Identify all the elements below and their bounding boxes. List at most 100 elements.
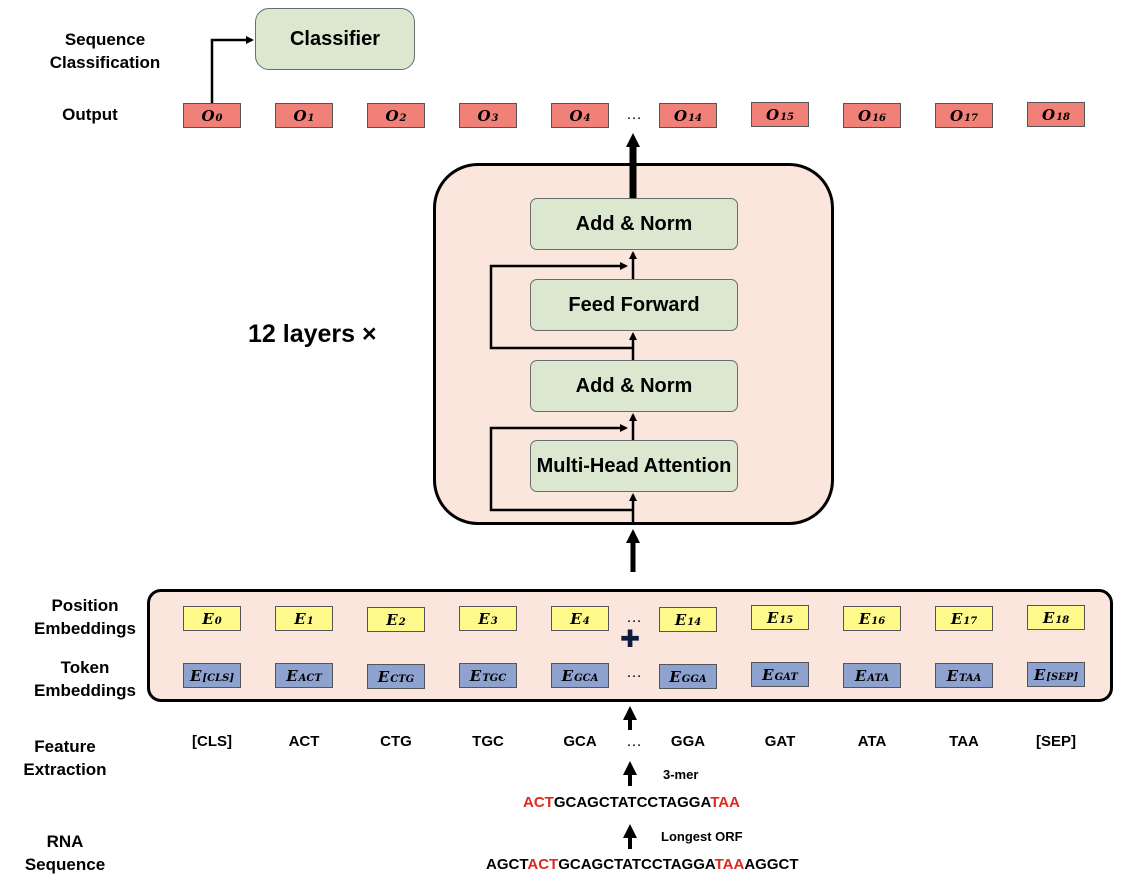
sequence-classification-label: Sequence Classification: [49, 30, 161, 72]
rna-middle: GCAGCTATCCTAGGA: [558, 856, 715, 873]
output-token-subscript: 2: [399, 113, 407, 124]
token-embedding-subscript: [SEP]: [1046, 672, 1079, 683]
output-token-subscript: 18: [1056, 112, 1070, 123]
position-embedding-subscript: 17: [963, 616, 978, 627]
output-token-symbol: O: [477, 106, 491, 125]
token-embedding-subscript: ACT: [298, 673, 322, 684]
output-token-symbol: O: [1042, 105, 1056, 124]
token-embedding-symbol: E: [946, 666, 958, 685]
output-token-subscript: 0: [215, 113, 223, 124]
token-embedding-subscript: CTG: [390, 674, 415, 685]
feature-token-1: ACT: [288, 733, 320, 750]
position-embeddings-label: Position Embeddings: [33, 596, 136, 638]
position-embedding-subscript: 15: [779, 615, 794, 626]
rna-sequence-label: RNA Sequence: [24, 832, 106, 874]
output-token-subscript: 17: [964, 113, 978, 124]
feature-token-6: GAT: [764, 733, 796, 750]
token-embedding-symbol: E: [762, 665, 774, 684]
position-embedding-symbol: E: [674, 610, 687, 629]
rna-sequence: AGCTACTGCAGCTATCCTAGGATAAAGGCT: [486, 856, 798, 873]
rna-prefix: AGCT: [486, 856, 528, 873]
output-token-subscript: 4: [583, 113, 591, 124]
residual-loop-bottom: [489, 424, 633, 512]
multi-head-attention-block: Multi-Head Attention: [530, 440, 738, 492]
orf-stop-codon: TAA: [710, 794, 740, 811]
classifier-arrow: [210, 36, 254, 103]
token-embedding-9: E[SEP]: [1027, 662, 1085, 687]
position-embedding-subscript: 14: [687, 617, 702, 628]
add-norm-top-block: Add & Norm: [530, 198, 738, 250]
position-embedding-symbol: E: [478, 609, 490, 628]
position-embedding-symbol: E: [950, 609, 963, 628]
feature-token-5: GGA: [670, 733, 706, 750]
rna-stop-codon: TAA: [714, 856, 745, 873]
output-token-symbol: O: [201, 106, 215, 125]
output-label: Output: [62, 105, 118, 124]
output-token-subscript: 15: [780, 112, 794, 123]
feature-token-8: TAA: [949, 733, 979, 750]
feature-token-0: [CLS]: [192, 733, 232, 750]
position-embedding-symbol: E: [202, 609, 214, 628]
feature-token-4: GCA: [563, 733, 597, 750]
token-embedding-symbol: E: [669, 667, 681, 686]
token-embedding-subscript: TGC: [482, 673, 507, 684]
position-embedding-subscript: 2: [398, 617, 406, 628]
position-embedding-subscript: 4: [582, 616, 590, 627]
kmer-label: 3-mer: [663, 767, 699, 782]
position-embedding-subscript: 16: [871, 616, 886, 627]
output-token-symbol: O: [385, 106, 399, 125]
feature-ellipsis: …: [626, 733, 642, 750]
token-embedding-symbol: E: [854, 666, 867, 685]
output-token-subscript: 14: [688, 113, 702, 124]
position-embedding-subscript: 3: [490, 616, 498, 627]
token-ellipsis: …: [626, 664, 642, 681]
output-token-subscript: 16: [872, 113, 886, 124]
token-embeddings-label: Token Embeddings: [33, 658, 136, 700]
classifier-block: Classifier: [255, 8, 415, 70]
token-embedding-subscript: GCA: [574, 673, 599, 684]
output-token-symbol: O: [293, 106, 307, 125]
position-embedding-symbol: E: [1042, 608, 1055, 627]
token-embedding-symbol: E: [189, 666, 202, 685]
output-token-subscript: 1: [307, 113, 315, 124]
token-embedding-symbol: E: [561, 666, 574, 685]
position-embedding-symbol: E: [294, 609, 306, 628]
position-embedding-subscript: 0: [214, 616, 222, 627]
orf-start-codon: ACT: [523, 794, 554, 811]
token-embedding-subscript: GAT: [774, 672, 798, 683]
rna-suffix: AGGCT: [744, 856, 799, 873]
feature-token-7: ATA: [857, 733, 887, 750]
output-token-subscript: 3: [491, 113, 499, 124]
rna-start-codon: ACT: [527, 856, 559, 873]
position-embedding-symbol: E: [766, 608, 779, 627]
layers-label: 12 layers ×: [248, 320, 377, 348]
add-norm-bottom-block: Add & Norm: [530, 360, 738, 412]
output-token-symbol: O: [858, 106, 872, 125]
position-embedding-subscript: 18: [1055, 615, 1070, 626]
residual-loop-top: [489, 262, 633, 350]
token-embedding-symbol: E: [286, 666, 298, 685]
position-embedding-symbol: E: [858, 609, 871, 628]
token-embedding-subscript: [CLS]: [202, 673, 235, 684]
output-token-symbol: O: [766, 105, 780, 124]
